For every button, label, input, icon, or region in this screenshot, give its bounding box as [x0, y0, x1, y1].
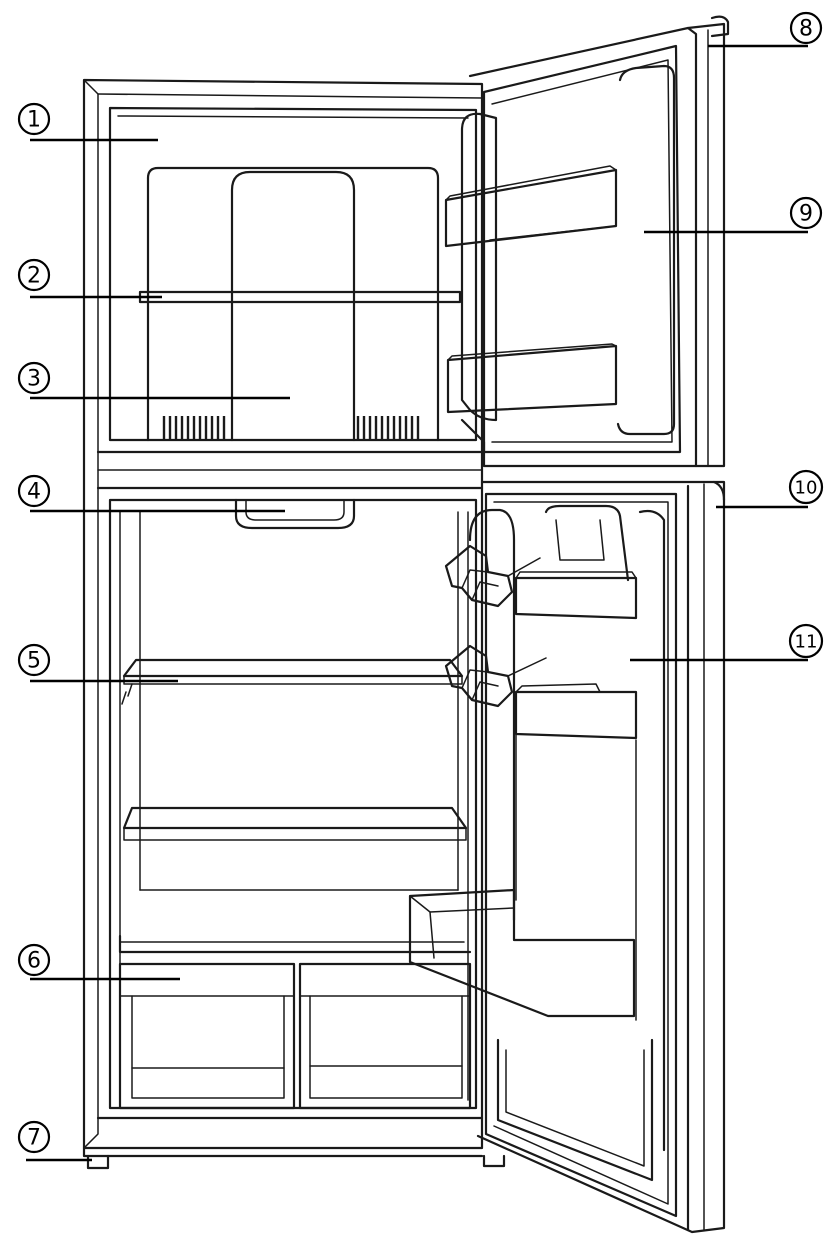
callout-4-label: 4 [27, 480, 41, 505]
fridge-shelf-lower [122, 806, 468, 841]
callout-9: 9 [644, 196, 823, 234]
freezer-compartment [138, 166, 462, 442]
freezer-shelf [138, 290, 462, 304]
callout-5-label: 5 [27, 649, 41, 674]
callout-6-label: 6 [27, 949, 41, 974]
freezer-door [444, 15, 730, 468]
callout-7: 7 [17, 1120, 92, 1162]
fridge-door [408, 480, 726, 1234]
fridge-door-bin-upper [514, 571, 638, 620]
callout-7-label: 7 [27, 1126, 41, 1151]
callout-3: 3 [17, 361, 290, 400]
callout-8-label: 8 [799, 17, 813, 42]
thermostat-housing [234, 498, 356, 530]
callout-10-label: 10 [795, 478, 818, 499]
callout-4: 4 [17, 474, 285, 513]
freezer-door-shelf-upper [444, 165, 618, 248]
callout-11-label: 11 [795, 632, 818, 653]
door-clip-lower [444, 644, 547, 708]
crisper-cover [118, 934, 472, 954]
callout-1-label: 1 [27, 108, 41, 133]
crisper-drawer-right [298, 962, 472, 1110]
door-clip-upper [444, 544, 541, 608]
freezer-grille-left [162, 416, 226, 440]
callout-3-label: 3 [27, 367, 41, 392]
callout-10: 10 [716, 469, 824, 509]
callout-1: 1 [17, 102, 158, 142]
fridge-door-bin-middle [514, 683, 638, 740]
callouts: 1 2 3 4 5 6 [17, 11, 824, 1162]
callout-2-label: 2 [27, 264, 41, 289]
callout-2: 2 [17, 258, 162, 299]
fridge-compartment [118, 498, 472, 1110]
fridge-door-bottle-bin [408, 888, 636, 1018]
callout-6: 6 [17, 943, 180, 981]
freezer-grille-right [356, 416, 420, 440]
freezer-door-shelf-lower [446, 343, 618, 414]
callout-11: 11 [630, 623, 824, 662]
callout-8: 8 [708, 11, 823, 48]
callout-5: 5 [17, 643, 178, 683]
callout-9-label: 9 [799, 202, 813, 227]
crisper-drawer-left [118, 962, 296, 1110]
